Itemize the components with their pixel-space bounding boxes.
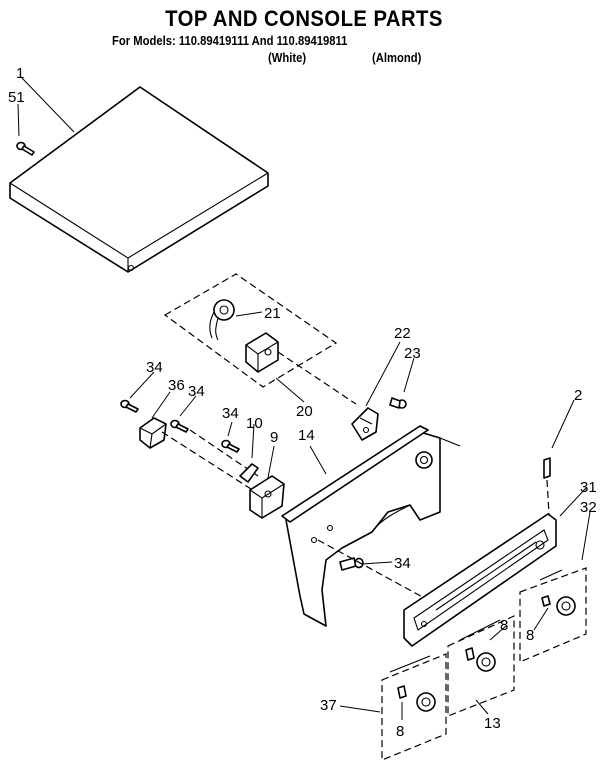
- callout-13: 13: [484, 715, 501, 732]
- diagram-header: TOP AND CONSOLE PARTS For Models: 110.89…: [0, 0, 608, 70]
- top-panel-part: [9, 86, 269, 273]
- callout-34-a: 34: [146, 359, 163, 376]
- control-panel-part-31: [403, 513, 557, 647]
- page-title: TOP AND CONSOLE PARTS: [165, 6, 443, 31]
- callout-23: 23: [404, 345, 421, 362]
- callout-8-c: 8: [396, 723, 404, 740]
- knob-set-box-32: [519, 567, 587, 663]
- callout-8-a: 8: [500, 617, 508, 634]
- switch-part-36: [139, 417, 167, 449]
- screw-part-34-mid: [170, 419, 189, 433]
- timer-assembly-box: [163, 273, 357, 405]
- callout-34-b: 34: [188, 383, 205, 400]
- variant-almond-label: (Almond): [372, 51, 422, 65]
- callout-14: 14: [298, 427, 315, 444]
- screw-part-23: [389, 397, 407, 409]
- callout-9: 9: [270, 429, 278, 446]
- callout-32: 32: [580, 499, 597, 516]
- callout-22: 22: [394, 325, 411, 342]
- clip-part-10: [239, 463, 259, 483]
- bracket-part-22: [351, 407, 379, 441]
- variant-white-label: (White): [268, 51, 307, 65]
- callout-34-c: 34: [222, 405, 239, 422]
- callout-34-d: 34: [394, 555, 411, 572]
- callout-21: 21: [264, 305, 281, 322]
- callout-31: 31: [580, 479, 597, 496]
- pin-part-2: [543, 457, 551, 515]
- callout-10: 10: [246, 415, 263, 432]
- callout-36: 36: [168, 377, 185, 394]
- callout-37: 37: [320, 697, 337, 714]
- knob-set-box-37: [381, 653, 447, 761]
- screw-part-51: [16, 141, 35, 156]
- screw-part-34-left: [120, 399, 139, 413]
- knob-set-box-13: [447, 615, 515, 717]
- screw-part-34-right: [339, 557, 364, 571]
- screw-part-34-upper: [221, 439, 240, 453]
- model-numbers: For Models: 110.89419111 And 110.8941981…: [112, 34, 348, 48]
- callout-2: 2: [574, 387, 582, 404]
- callout-51: 51: [8, 89, 25, 106]
- callout-8-b: 8: [526, 627, 534, 644]
- leader-lines: [17, 77, 591, 720]
- callout-20: 20: [296, 403, 313, 420]
- console-back-panel-part-14: [281, 425, 461, 627]
- switch-part-9: [249, 475, 285, 519]
- callout-1: 1: [16, 65, 24, 82]
